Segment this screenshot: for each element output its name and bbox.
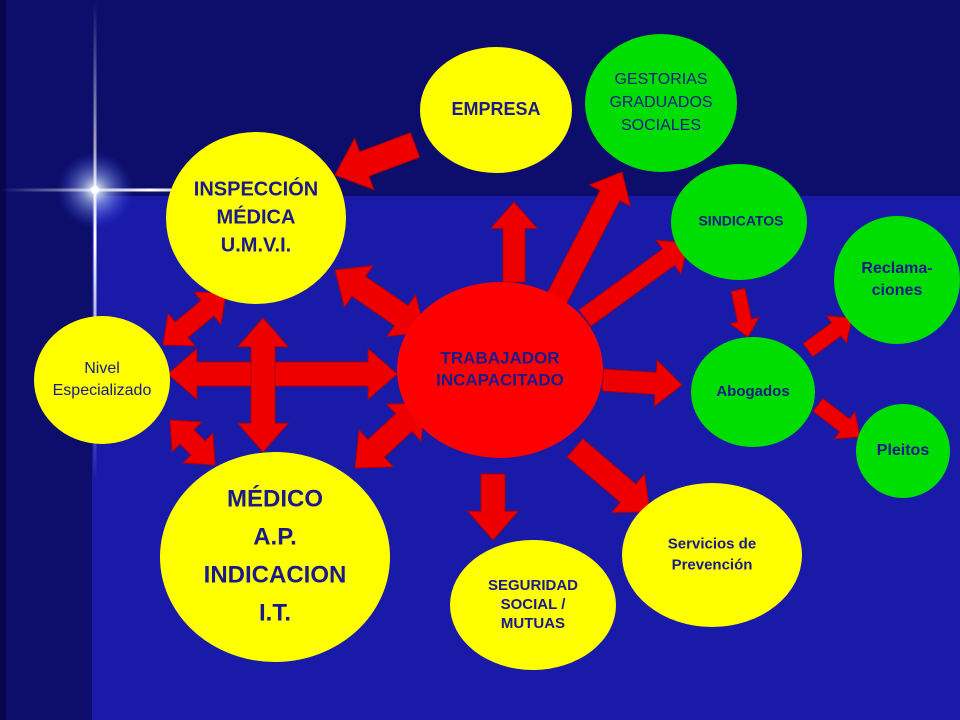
arrow-trabajador-to-sindicatos [578, 239, 689, 327]
arrow-inspeccion-medico [236, 317, 290, 453]
node-seguridad: SEGURIDAD SOCIAL / MUTUAS [450, 540, 616, 670]
node-label-inspeccion-line-1: MÉDICA [217, 205, 296, 228]
node-label-gestorias-line-1: GRADUADOS [609, 94, 712, 111]
node-servicios: Servicios de Prevención [622, 483, 802, 627]
node-trabajador: TRABAJADOR INCAPACITADO [397, 282, 603, 458]
node-circle-servicios [622, 483, 802, 627]
node-label-nivel-line-1: Especializado [53, 382, 152, 399]
arrows-layer [162, 132, 861, 541]
node-label-medico-line-2: INDICACION [204, 561, 347, 588]
arrow-abogados-to-pleitos [812, 397, 861, 440]
node-circle-medico [160, 452, 390, 662]
node-label-medico-line-1: A.P. [253, 523, 297, 550]
node-label-medico-line-0: MÉDICO [227, 484, 323, 512]
arrow-sindicatos-to-abogados [728, 287, 760, 338]
node-pleitos: Pleitos [856, 404, 950, 498]
node-label-empresa-line-0: EMPRESA [451, 99, 540, 119]
node-label-inspeccion-line-0: INSPECCIÓN [194, 176, 318, 200]
background-edge-strip [0, 0, 6, 720]
node-circle-gestorias [585, 34, 737, 172]
node-circle-sindicatos [671, 164, 807, 280]
node-label-sindicatos-line-0: SINDICATOS [698, 213, 783, 229]
node-label-reclamaciones-line-1: ciones [872, 282, 923, 299]
node-reclamaciones: Reclama-ciones [834, 216, 960, 344]
node-circle-abogados [691, 337, 815, 447]
nodes-layer: TRABAJADOR INCAPACITADO EMPRESA INSPECCIÓN M… [34, 34, 960, 670]
arrow-nivel-inspeccion [162, 291, 227, 347]
node-label-trabajador-line-1: INCAPACITADO [436, 370, 564, 389]
arrow-trabajador-to-gestorias [545, 171, 632, 306]
arrow-nivel-medico [169, 419, 216, 466]
node-label-pleitos-line-0: Pleitos [877, 442, 930, 459]
node-label-reclamaciones-line-0: Reclama- [861, 260, 932, 277]
node-label-gestorias-line-0: GESTORIAS [614, 71, 707, 88]
node-label-seguridad-line-1: SOCIAL / [501, 596, 567, 613]
node-empresa: EMPRESA [420, 47, 572, 173]
node-circle-nivel [34, 316, 170, 444]
node-label-servicios-line-0: Servicios de [668, 535, 756, 552]
node-label-nivel-line-0: Nivel [84, 360, 120, 377]
node-label-seguridad-line-2: MUTUAS [501, 615, 565, 632]
node-medico: MÉDICO A.P. INDICACION I.T. [160, 452, 390, 662]
node-label-abogados-line-0: Abogados [716, 383, 789, 400]
node-circle-empresa [420, 47, 572, 173]
arrow-trabajador-to-servicios [566, 438, 651, 514]
node-abogados: Abogados [691, 337, 815, 447]
node-circle-trabajador [397, 282, 603, 458]
node-label-trabajador-line-0: TRABAJADOR [441, 348, 560, 367]
node-circle-reclamaciones [834, 216, 960, 344]
arrow-abogados-to-reclamaciones [802, 315, 853, 358]
lens-flare-decoration [0, 0, 300, 480]
node-sindicatos: SINDICATOS [671, 164, 807, 280]
node-circle-seguridad [450, 540, 616, 670]
arrow-trabajador-to-empresa [489, 201, 539, 283]
node-label-gestorias-line-2: SOCIALES [621, 117, 701, 134]
node-circle-pleitos [856, 404, 950, 498]
node-circle-inspeccion [166, 132, 346, 304]
arrow-nivel-trabajador [167, 347, 398, 401]
node-inspeccion: INSPECCIÓN MÉDICA U.M.V.I. [166, 132, 346, 304]
arrow-empresa-to-inspeccion [334, 132, 421, 191]
node-label-servicios-line-1: Prevención [672, 556, 753, 573]
node-gestorias: GESTORIAS GRADUADOS SOCIALES [585, 34, 737, 172]
node-label-inspeccion-line-2: U.M.V.I. [221, 234, 291, 256]
arrow-trabajador-to-seguridad [466, 473, 520, 541]
arrow-trabajador-to-abogados [601, 359, 683, 408]
node-label-medico-line-3: I.T. [259, 599, 291, 626]
node-label-seguridad-line-0: SEGURIDAD [488, 577, 578, 594]
